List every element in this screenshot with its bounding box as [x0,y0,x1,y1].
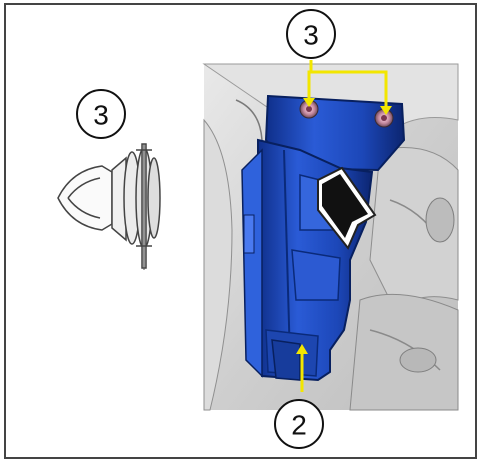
callout-clip-detail: 3 [76,89,126,139]
push-pin-clip-icon [57,143,161,270]
callout-top-fasteners: 3 [286,9,336,59]
leader-arrowhead-right [380,106,392,115]
callout-label: 2 [291,410,307,441]
leader-lines [300,60,388,392]
leader-arrowhead-left [303,98,315,107]
direction-arrow-icon [317,166,377,250]
callout-label: 3 [93,100,109,131]
callout-label: 3 [303,20,319,51]
leader-arrowhead-bottom [296,344,308,354]
callout-bottom-fastener: 2 [274,399,324,449]
